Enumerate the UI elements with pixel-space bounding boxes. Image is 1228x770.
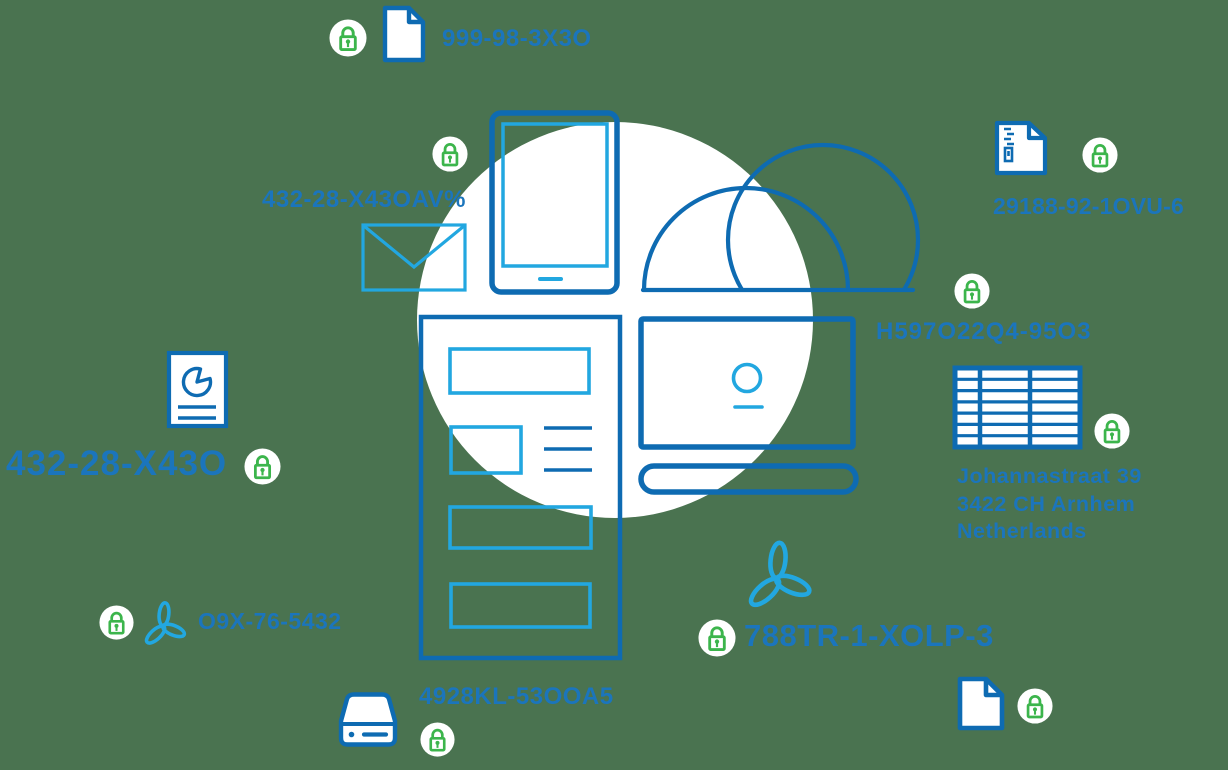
- pdf-small-id-label: O9X-76-5432: [198, 608, 342, 634]
- tablet-icon: [489, 110, 620, 295]
- lock-icon: [1094, 413, 1130, 449]
- document-icon: [957, 676, 1005, 731]
- file-id-label: 999-98-3X3O: [442, 25, 592, 52]
- lock-icon: [1082, 137, 1118, 173]
- address-label: Johannastraat 39 3422 CH Arnhem Netherla…: [957, 463, 1142, 546]
- page-wireframe-icon: [418, 314, 623, 661]
- lock-badge: [1094, 413, 1130, 449]
- pdf-acrobat-icon: [144, 601, 187, 645]
- lock-badge: [954, 273, 990, 309]
- lock-icon: [432, 136, 468, 172]
- zip-file-icon: [994, 120, 1048, 176]
- pdf-acrobat-icon: [748, 540, 812, 608]
- drive-id-label: 4928KL-53OOA5: [419, 683, 614, 710]
- lock-badge: [244, 448, 281, 485]
- address-line-1: Johannastraat 39: [957, 464, 1142, 488]
- report-document-icon: [166, 350, 229, 429]
- pdf-large-id-label: 788TR-1-XOLP-3: [744, 618, 994, 653]
- lock-icon: [420, 722, 455, 757]
- overlapping-domes-graphic: [640, 142, 921, 293]
- report-id-label: 432-28-X43O: [6, 444, 228, 483]
- lock-icon: [244, 448, 281, 485]
- lock-icon: [329, 19, 367, 57]
- lock-badge: [1082, 137, 1118, 173]
- lock-icon: [954, 273, 990, 309]
- zip-id-label: 29188-92-1OVU-6: [993, 193, 1184, 219]
- lock-badge: [99, 605, 134, 640]
- address-line-3: Netherlands: [957, 519, 1087, 543]
- lock-badge: [432, 136, 468, 172]
- dome-id-label: H597O22Q4-95O3: [876, 318, 1092, 345]
- spreadsheet-icon: [952, 365, 1083, 450]
- lock-icon: [698, 619, 736, 657]
- lock-badge: [420, 722, 455, 757]
- envelope-icon: [361, 223, 467, 292]
- lock-badge: [329, 19, 367, 57]
- monitor-icon: [638, 316, 859, 495]
- lock-icon: [1017, 688, 1053, 724]
- lock-icon: [99, 605, 134, 640]
- address-line-2: 3422 CH Arnhem: [957, 491, 1136, 516]
- lock-badge: [698, 619, 736, 657]
- email-id-label: 432-28-X43OAV%: [262, 186, 466, 213]
- lock-badge: [1017, 688, 1053, 724]
- document-icon: [382, 5, 426, 63]
- hard-drive-icon: [338, 692, 398, 747]
